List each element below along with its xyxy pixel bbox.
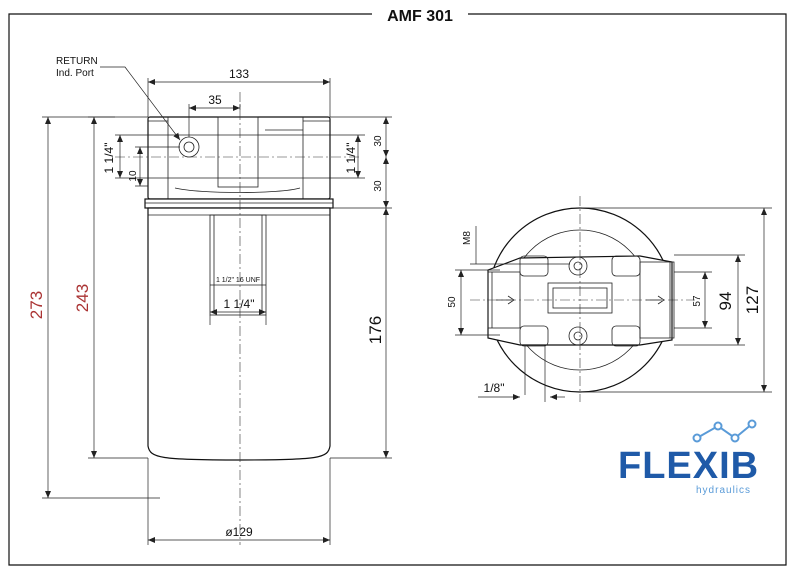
dimension-head-127 bbox=[580, 207, 772, 393]
dimension-body-height bbox=[88, 116, 148, 459]
outlet-fitting bbox=[209, 214, 267, 316]
dim-ind-port-label: 10 bbox=[128, 170, 139, 182]
dimension-total-height bbox=[42, 116, 160, 499]
dimension-element-height bbox=[330, 208, 392, 459]
dimension-port-offset bbox=[188, 104, 241, 137]
dim-port-width-label: 57 bbox=[692, 295, 703, 307]
bottom-bolt bbox=[568, 326, 588, 346]
drawing-title: AMF 301 bbox=[387, 8, 453, 25]
bolt-label: M8 bbox=[462, 231, 473, 245]
dimension-30-30 bbox=[330, 116, 392, 209]
dimension-plug bbox=[478, 345, 565, 402]
dim-diameter-label: ø129 bbox=[225, 525, 253, 539]
dim-upper-30: 30 bbox=[373, 135, 384, 147]
dimension-port-width bbox=[674, 271, 712, 329]
dimension-head-width bbox=[147, 78, 331, 117]
dim-body-height-label: 243 bbox=[73, 284, 92, 312]
thread-label: 1 1/2" 16 UNF bbox=[216, 277, 260, 284]
dim-head-127-label: 127 bbox=[743, 286, 762, 314]
dimension-ind-port bbox=[135, 146, 180, 187]
dim-plug-label: 1/8" bbox=[484, 381, 505, 395]
logo-brand: FLEXIB bbox=[618, 445, 759, 487]
dim-element-height-label: 176 bbox=[366, 316, 385, 344]
return-port-label: RETURN bbox=[56, 56, 98, 67]
top-bolt bbox=[568, 256, 588, 276]
dim-head-94-label: 94 bbox=[716, 292, 735, 311]
dimension-m8 bbox=[470, 226, 570, 265]
logo-graph-icon bbox=[692, 419, 757, 443]
ind-port-label: Ind. Port bbox=[56, 68, 94, 79]
filter-bowl bbox=[147, 207, 331, 461]
dim-port-offset-label: 35 bbox=[208, 93, 222, 107]
side-view bbox=[100, 66, 360, 545]
flexib-logo: FLEXIB hydraulics bbox=[618, 419, 759, 496]
dimension-head-94 bbox=[674, 254, 745, 346]
dimension-bolt-spacing bbox=[455, 269, 500, 336]
dimension-diameter bbox=[147, 458, 331, 545]
dim-head-width-label: 133 bbox=[229, 67, 249, 81]
port-size-left: 1 1/4" bbox=[102, 143, 116, 174]
port-size-right: 1 1/4" bbox=[344, 143, 358, 174]
dim-lower-30: 30 bbox=[373, 180, 384, 192]
filter-flange bbox=[144, 198, 334, 209]
outlet-size-label: 1 1/4" bbox=[224, 297, 255, 311]
dimension-port-right bbox=[330, 134, 365, 179]
drawing-frame bbox=[8, 13, 787, 566]
dim-bolt-spacing-label: 50 bbox=[447, 296, 458, 308]
logo-tagline: hydraulics bbox=[696, 485, 751, 496]
dim-total-height-label: 273 bbox=[27, 291, 46, 319]
top-view bbox=[470, 196, 695, 402]
